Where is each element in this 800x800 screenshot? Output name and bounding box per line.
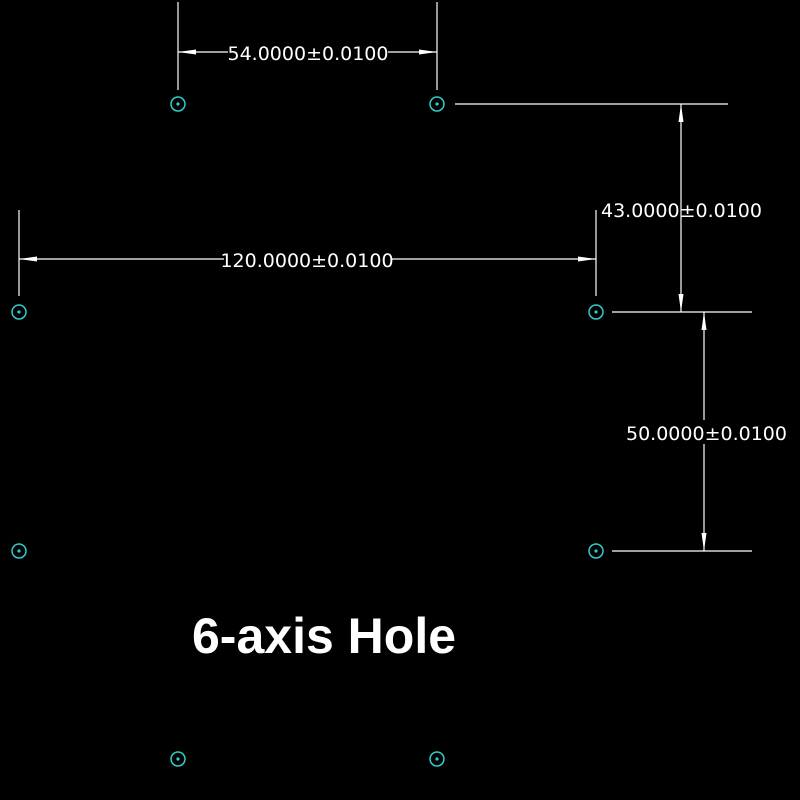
hole-upper-left <box>11 304 27 320</box>
hole-circle <box>11 543 27 559</box>
arrow-head-left <box>19 256 37 262</box>
arrow-head-left <box>178 49 196 55</box>
arrow-head-right <box>578 256 596 262</box>
hole-center <box>435 102 439 106</box>
arrow-head-right <box>419 49 437 55</box>
dimension-43: 43.0000±0.0100 <box>455 103 762 313</box>
hole-center <box>17 549 21 553</box>
dimension-120: 120.0000±0.0100 <box>18 210 597 296</box>
hole-top-right <box>429 96 445 112</box>
hole-lower-left <box>11 543 27 559</box>
hole-circle <box>429 96 445 112</box>
hole-center <box>176 102 180 106</box>
hole-bottom-left <box>170 751 186 767</box>
hole-upper-right <box>588 304 604 320</box>
dimension-50: 50.0000±0.0100 <box>612 312 787 552</box>
hole-circle <box>429 751 445 767</box>
arrow-head-bottom <box>701 533 707 551</box>
hole-lower-right <box>588 543 604 559</box>
dimension-label-bg <box>228 40 388 64</box>
hole-circle <box>588 543 604 559</box>
arrow-head-bottom <box>678 294 684 312</box>
dimension-label-50: 50.0000±0.0100 <box>626 423 787 445</box>
dimension-label-120: 120.0000±0.0100 <box>220 250 393 272</box>
arrow-head-top <box>678 104 684 122</box>
hole-center <box>17 310 21 314</box>
arrow-head-top <box>701 312 707 330</box>
dimension-54: 54.0000±0.0100 <box>177 2 438 90</box>
hole-center <box>176 757 180 761</box>
hole-top-left <box>170 96 186 112</box>
hole-circle <box>588 304 604 320</box>
dimension-label-54: 54.0000±0.0100 <box>228 43 389 65</box>
hole-center <box>594 549 598 553</box>
hole-circle <box>11 304 27 320</box>
dimension-label-43: 43.0000±0.0100 <box>601 200 762 222</box>
hole-bottom-right <box>429 751 445 767</box>
hole-center <box>594 310 598 314</box>
hole-circle <box>170 96 186 112</box>
dimension-label-bg <box>624 420 782 444</box>
dimension-label-bg <box>224 247 391 271</box>
drawing-title: 6-axis Hole <box>192 608 456 664</box>
hole-circle <box>170 751 186 767</box>
hole-center <box>435 757 439 761</box>
